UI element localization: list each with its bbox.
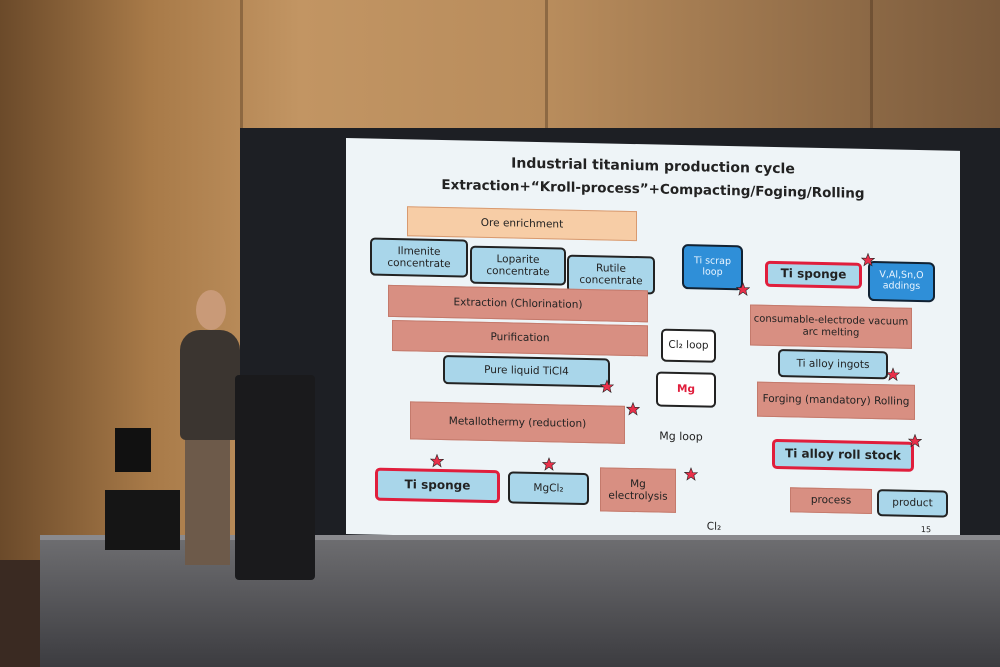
stage: [40, 540, 1000, 667]
star-icon: [908, 433, 922, 448]
mgcl2-box: MgCl₂: [508, 471, 589, 506]
speaker-person-head: [196, 290, 226, 330]
ti-scrap-loop-box: Ti scrap loop: [682, 244, 743, 291]
vacuum-arc-melting-box: consumable-electrode vacuum arc melting: [750, 304, 912, 349]
speaker-person-legs: [185, 435, 230, 565]
legend-product: product: [877, 489, 948, 518]
purification-box: Purification: [392, 319, 648, 357]
star-icon: [736, 282, 750, 296]
presentation-slide: Industrial titanium production cycle Ext…: [346, 138, 960, 547]
legend-process: process: [790, 487, 872, 515]
star-icon: [886, 367, 900, 382]
star-icon: [626, 401, 640, 416]
loudspeaker: [115, 428, 151, 472]
extraction-box: Extraction (Chlorination): [388, 284, 648, 323]
mg-electrolysis-box: Mg electrolysis: [600, 467, 676, 513]
ti-sponge-right-box: Ti sponge: [765, 260, 862, 289]
star-icon: [600, 379, 614, 394]
mg-loop-label: Mg loop: [659, 429, 703, 444]
ore-enrichment-box: Ore enrichment: [407, 206, 637, 242]
ilmenite-box: Ilmenite concentrate: [370, 237, 468, 278]
cl2-loop-box: Cl₂ loop: [661, 328, 716, 363]
star-icon: [542, 457, 556, 471]
mg-box: Mg: [656, 371, 716, 408]
ti-alloy-roll-stock-box: Ti alloy roll stock: [772, 438, 914, 472]
speaker-person: [180, 330, 240, 440]
ti-alloy-ingots-box: Ti alloy ingots: [778, 349, 888, 380]
podium: [235, 375, 315, 580]
addings-box: V,Al,Sn,O addings: [868, 260, 935, 303]
ticl4-box: Pure liquid TiCl4: [443, 355, 610, 388]
stage-monitor: [105, 490, 180, 550]
star-icon: [684, 467, 698, 481]
star-icon: [430, 453, 444, 468]
metallothermy-box: Metallothermy (reduction): [410, 401, 625, 444]
ti-sponge-left-box: Ti sponge: [375, 467, 500, 504]
cl2-label: Cl₂: [706, 520, 722, 533]
forging-rolling-box: Forging (mandatory) Rolling: [757, 381, 915, 420]
star-icon: [861, 252, 875, 267]
loparite-box: Loparite concentrate: [470, 245, 566, 286]
